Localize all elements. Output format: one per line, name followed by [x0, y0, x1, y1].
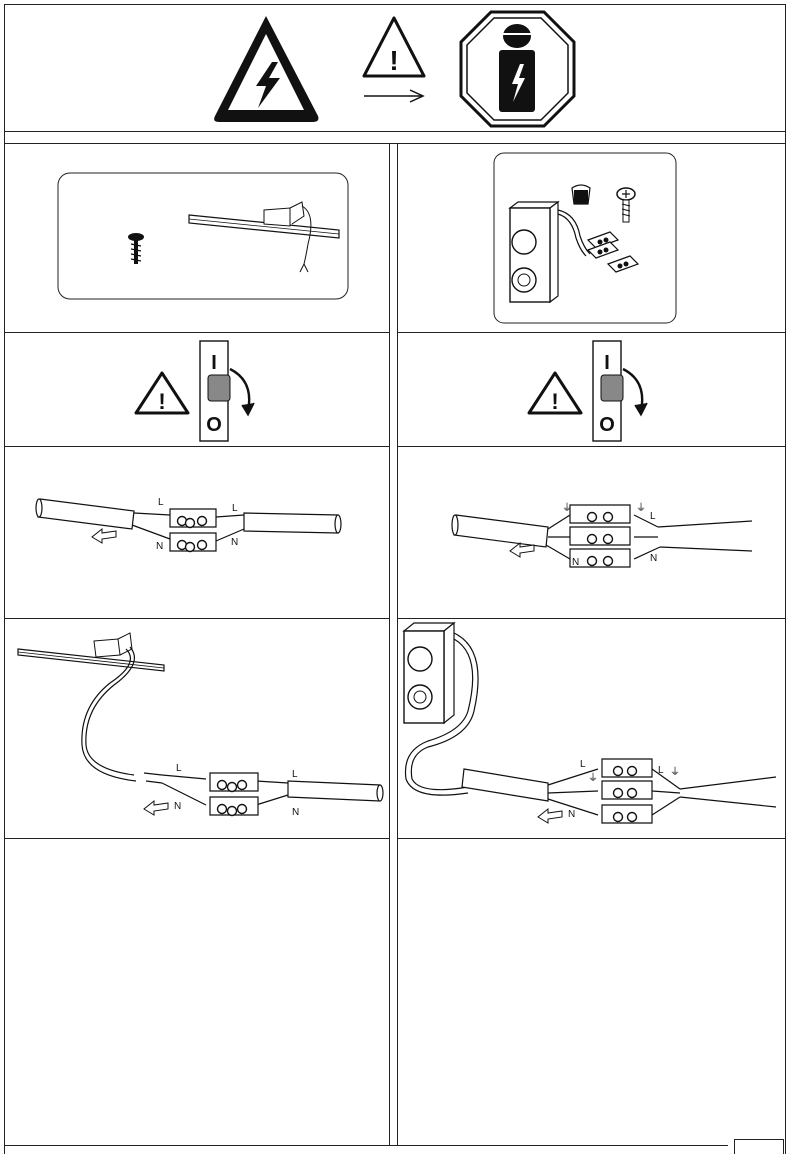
circuit-breaker-switch-icon: I O [592, 340, 648, 442]
earth-symbol: ⏚ [670, 766, 680, 778]
svg-text:I: I [604, 352, 610, 374]
qualified-electrician-icon [459, 10, 576, 128]
caution-icon: ! [134, 371, 190, 415]
row-divider-right-1 [397, 332, 786, 333]
supply-cable [35, 498, 171, 540]
column-divider-left [389, 143, 390, 1145]
svg-text:!: ! [389, 45, 398, 76]
left-step2-power-off: ! I O [4, 333, 389, 446]
circuit-breaker-switch-icon: I O [199, 340, 255, 442]
supply-cable [451, 514, 571, 560]
page-number-box [734, 1139, 784, 1154]
neutral-label: N [156, 541, 163, 552]
live-label: L [176, 763, 182, 774]
neutral-label: N [231, 537, 238, 548]
electric-hazard-icon [214, 16, 319, 122]
neutral-label: N [292, 807, 299, 818]
svg-text:!: ! [158, 389, 165, 414]
left-step3-wiring: L L N N [4, 447, 389, 618]
live-label: L [650, 511, 656, 522]
header-divider [4, 131, 786, 132]
caution-icon: ! [527, 371, 583, 415]
terminal-block [169, 508, 217, 553]
arrow-left-icon [537, 807, 563, 824]
screw-icon [616, 187, 636, 223]
neutral-label: N [568, 809, 575, 820]
neutral-label: N [650, 553, 657, 564]
live-label: L [580, 759, 586, 770]
warning-header: ! [4, 4, 786, 131]
picture-light-fixture-icon [188, 201, 340, 273]
lamp-cable [255, 780, 384, 806]
arrow-left-icon [91, 527, 117, 544]
left-step1-components [4, 144, 389, 332]
header-divider-2 [4, 143, 786, 144]
row-divider-right-3 [397, 618, 786, 619]
row-divider-right-4 [397, 838, 786, 839]
neutral-label: N [174, 801, 181, 812]
live-label: L [658, 765, 664, 776]
neutral-label: N [572, 557, 579, 568]
live-label: L [158, 497, 164, 508]
picture-light-fixture-icon [17, 632, 165, 782]
supply-cable [143, 772, 207, 806]
live-label: L [232, 503, 238, 514]
supply-cable [461, 768, 599, 816]
terminal-block [569, 504, 631, 568]
left-empty-panel [4, 839, 389, 1145]
switched-socket-box-icon [508, 200, 591, 304]
right-step1-components [398, 144, 786, 332]
screw-icon [128, 233, 144, 264]
row-divider-left-1 [4, 332, 389, 333]
svg-text:I: I [211, 352, 217, 374]
row-divider-right-2 [397, 446, 786, 447]
column-divider-right [397, 143, 398, 1145]
earth-symbol: ⏚ [588, 772, 598, 784]
terminal-block [209, 772, 259, 817]
right-step2-power-off: ! I O [398, 333, 786, 446]
wall-plug-icon [571, 184, 591, 205]
earth-symbol: ⏚ [562, 502, 572, 514]
right-empty-panel [398, 839, 786, 1145]
right-step4-assembly: L ⏚ L ⏚ N [398, 619, 786, 838]
terminal-block [601, 758, 653, 824]
arrow-left-icon [509, 541, 535, 558]
footer-divider [4, 1145, 728, 1146]
earth-symbol: ⏚ [636, 502, 646, 514]
right-step3-wiring: ⏚ ⏚ L N N [398, 447, 786, 618]
svg-text:!: ! [551, 389, 558, 414]
live-label: L [292, 769, 298, 780]
arrow-right-icon [364, 89, 425, 103]
outer-frame [4, 4, 786, 1154]
svg-text:O: O [206, 414, 222, 436]
connector-block-icon [586, 231, 640, 273]
row-divider-left-2 [4, 446, 389, 447]
row-divider-left-3 [4, 618, 389, 619]
lamp-cable [215, 512, 342, 542]
caution-icon: ! [362, 16, 426, 78]
arrow-left-icon [143, 799, 169, 816]
row-divider-left-4 [4, 838, 389, 839]
left-step4-assembly: L L N N [4, 619, 389, 838]
switched-socket-box-icon [402, 621, 479, 796]
lamp-cable [651, 768, 777, 816]
lamp-cable [633, 514, 753, 560]
svg-text:O: O [599, 414, 615, 436]
